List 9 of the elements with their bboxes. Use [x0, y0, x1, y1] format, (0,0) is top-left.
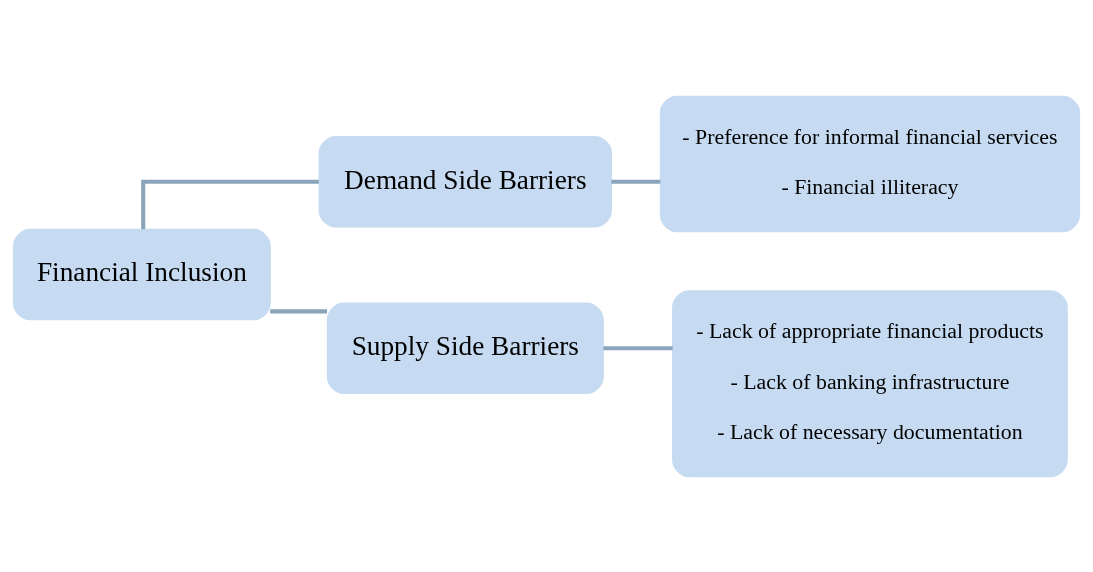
node-box: Financial Inclusion [12, 228, 271, 320]
connector [270, 308, 328, 313]
connector [603, 345, 673, 350]
node-box: Supply Side Barriers [326, 302, 604, 394]
node-box: - Lack of appropriate financial products - Lack of banking infrastructure - Lack of necessary documentation [672, 289, 1068, 477]
node-box: Demand Side Barriers [318, 135, 612, 227]
node-box: - Preference for informal financial services - Financial illiteracy [659, 95, 1081, 232]
connector [611, 179, 661, 184]
connector [141, 179, 319, 229]
